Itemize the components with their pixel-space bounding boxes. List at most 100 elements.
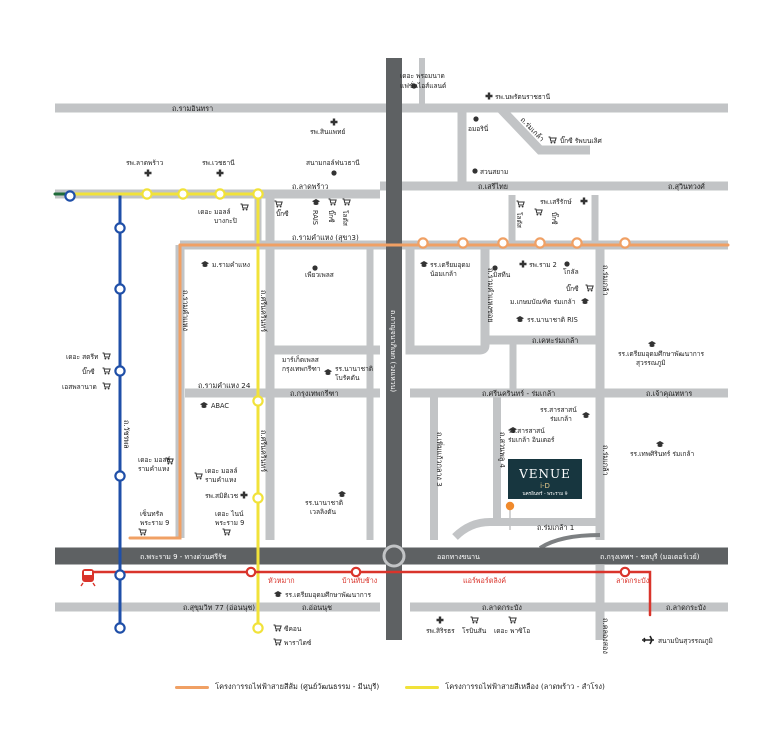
place-esplanade: เอสพลานาด xyxy=(62,383,97,391)
place-bigc-rattanathibet: บิ๊กซี รัพบนเลิศ xyxy=(560,136,603,145)
venue-logo: VENUE xyxy=(518,467,571,481)
station-blue xyxy=(64,190,76,202)
place-triam-nomklao-2: น้อมเกล้า xyxy=(430,270,457,278)
station-yellow xyxy=(141,188,153,200)
place-serirak: รพ.เสรีรักษ์ xyxy=(540,198,572,206)
place-kasem: ม.เกษมบัณฑิต ร่มเกล้า xyxy=(510,298,576,306)
place-lotus-1: โลตัส xyxy=(341,210,349,226)
highways xyxy=(55,58,728,640)
place-abac: ABAC xyxy=(211,402,229,410)
station-labels: หัวหมาก บ้านทับช้าง แอร์พอร์ตลิงค์ ลาดกร… xyxy=(268,576,649,585)
label-romklao-v: ถ.ร่มเกล้า xyxy=(601,265,610,295)
stations xyxy=(64,188,631,634)
place-triam-suvarnabhumi-2: สุวรรณภูมิ xyxy=(636,359,666,367)
label-ramkhamhaeng: ถ.รามคำแหง (สุขา3) xyxy=(292,233,359,242)
label-srinakarin-r: ถ.ศรีนครินทร์ - ร่มเกล้า xyxy=(482,389,555,398)
place-amorini: อมอรินี่ xyxy=(468,124,489,133)
label-sukhumvit77: ถ.สุขุมวิท 77 (อ่อนนุช) xyxy=(183,603,255,612)
legend-yellow-label: โครงการรถไฟฟ้าสายสีเหลือง (ลาดพร้าว - สำ… xyxy=(445,682,605,691)
orange-line-v xyxy=(128,243,182,540)
legend-orange-swatch xyxy=(175,685,210,689)
place-the-nine: เดอะ ไนน์ xyxy=(215,510,244,518)
interchange xyxy=(382,544,406,568)
train-icon xyxy=(80,569,96,587)
road-seritthai-v xyxy=(405,245,490,355)
place-bigc-4: บิ๊กซี xyxy=(566,284,579,293)
station-label-lat-krabang: ลาดกระบัง xyxy=(616,576,649,585)
place-ramkhamhaeng-univ: ม.รามคำแหง xyxy=(212,261,250,269)
place-rais: RAIS xyxy=(311,210,319,225)
place-samitivej: รพ.สมิติเวช xyxy=(205,492,239,500)
label-ladprao: ถ.ลาดพร้าว xyxy=(292,182,328,191)
station-red xyxy=(619,566,631,578)
venue-location-dot xyxy=(505,501,515,511)
place-vejthani: รพ.เวชธานี xyxy=(202,159,235,167)
place-the-nine-2: พระราม 9 xyxy=(215,519,244,527)
place-ris: รร.นานาชาติ RIS xyxy=(527,316,578,324)
place-nopparat: รพ.นพรัตนราชธานี xyxy=(495,93,551,101)
station-label-ban-thap-chang: บ้านทับช้าง xyxy=(342,576,377,585)
place-bigc-2: บิ๊กซี xyxy=(327,210,336,223)
label-rama9: ถ.พระราม 9 - ทางด่วนศรีรัช xyxy=(140,553,227,561)
station-blue xyxy=(114,283,126,295)
place-mall-ramkhamhaeng-2b: รามคำแหง xyxy=(205,476,237,484)
label-soi4: ถ.สวนพลู 4 xyxy=(498,432,507,468)
label-romklao1: ถ.ร่มเกล้า 1 xyxy=(537,523,574,532)
place-mall-ramkhamhaeng-2: เดอะ มอลล์ xyxy=(205,467,238,475)
place-sarasas-romklao: รร.สารสาสน์ xyxy=(540,406,577,414)
legend-orange-label: โครงการรถไฟฟ้าสายสีส้ม (ศูนย์วัฒนธรรม - … xyxy=(215,682,380,691)
label-khlong-song: ถ.คลองสอง xyxy=(601,618,610,654)
place-pure-place: เพียวเพลส xyxy=(305,271,334,279)
place-wellington: รร.นานาชาติ xyxy=(305,499,343,507)
station-orange xyxy=(457,237,469,249)
station-yellow xyxy=(177,188,189,200)
label-kanchanaphisek: ถ.กาญจนาภิเษก (วงแหวน) xyxy=(389,310,397,392)
label-ramkhamhaeng-24: ถ.รามคำแหง 24 xyxy=(198,381,251,390)
station-yellow xyxy=(252,622,264,634)
place-mall-bangkapi-2: บางกะปิ xyxy=(214,217,237,225)
place-mall-bangkapi: เดอะ มอลล์ xyxy=(198,208,231,216)
place-fashion-island: แฟชั่นไอส์แลนด์ xyxy=(400,81,446,90)
road-bigc-diag xyxy=(496,104,590,155)
red-line xyxy=(86,570,652,617)
legend-yellow: โครงการรถไฟฟ้าสายสีเหลือง (ลาดพร้าว - สำ… xyxy=(405,681,605,693)
place-debsirin: รร.เทพศิรินทร์ ร่มเกล้า xyxy=(630,450,695,458)
place-paradise: พาราไดซ์ xyxy=(284,639,312,647)
place-mistine: มิสทีน xyxy=(493,271,511,279)
label-krungthepkreetha: ถ.กรุงเทพกรีฑา xyxy=(290,389,339,398)
station-yellow xyxy=(252,492,264,504)
station-yellow xyxy=(252,188,264,200)
venue-box xyxy=(508,459,582,499)
station-blue xyxy=(114,222,126,234)
place-sarasas-inter-2: ร่มเกล้า อินเตอร์ xyxy=(508,436,555,444)
label-ramindra: ถ.รามอินทรา xyxy=(172,104,213,113)
legend-yellow-swatch xyxy=(405,685,440,689)
place-wellington-2: เวลลิงตัน xyxy=(310,508,337,516)
station-red xyxy=(245,566,257,578)
station-orange xyxy=(417,237,429,249)
label-ramkhamhaeng-v: ถ.รามคำแหง xyxy=(181,290,190,331)
label-kheharomklao: ถ.เคหะร่มเกล้า xyxy=(532,336,578,345)
label-wiratchanakul: ถ.วัชรพล xyxy=(122,420,131,449)
venue-caption: นครอินทร์ - พระราม 9 xyxy=(522,490,567,497)
road-romklao1 xyxy=(452,518,600,540)
place-lat-phrao-hosp: รพ.ลาดพร้าว xyxy=(126,159,164,167)
label-srinakarin-v2: ถ.ศรีนครินทร์ xyxy=(259,430,268,472)
place-ram2: รพ.ราม 2 xyxy=(529,261,557,269)
place-mall-ramkhamhaeng-1: เดอะ มอลล์ xyxy=(138,456,171,464)
place-bigc-3: บิ๊กซี xyxy=(550,212,559,225)
station-label-hua-mak: หัวหมาก xyxy=(268,576,295,585)
place-golf: สนามกอล์ฟนวธานี xyxy=(306,159,360,167)
label-chaokhun: ถ.เจ้าคุณทหาร xyxy=(646,389,692,398)
venue-sublogo: i-D xyxy=(540,482,550,490)
station-orange xyxy=(534,237,546,249)
label-latkrabang: ถ.ลาดกระบัง xyxy=(482,603,522,612)
place-marketplace: มาร์เก็ตเพลส xyxy=(282,355,319,364)
place-triam-phatthanakan: รร.เตรียมอุดมศึกษาพัฒนาการ xyxy=(285,591,371,599)
station-orange xyxy=(571,237,583,249)
label-motorway-exit: ออกทางขนาน xyxy=(437,553,480,561)
label-sukhumvit-r: ถ.สุวินทวงศ์ xyxy=(668,182,705,191)
station-yellow xyxy=(214,188,226,200)
place-central-rama9-2: พระราม 9 xyxy=(140,519,169,527)
